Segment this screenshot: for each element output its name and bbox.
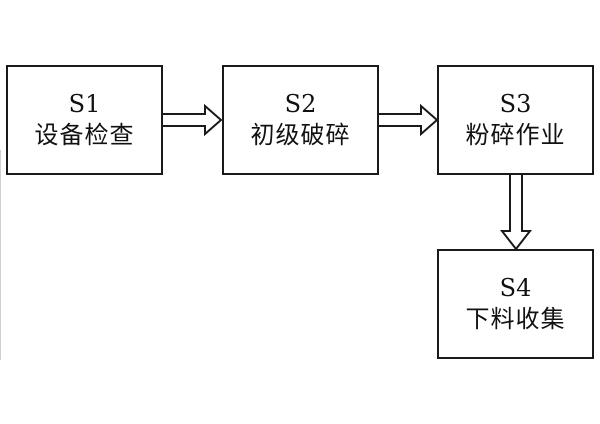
step-code: S4	[499, 274, 532, 302]
arrow-s2-to-s3	[379, 103, 439, 137]
step-box-s3: S3 粉碎作业	[437, 65, 594, 175]
arrow-s3-to-s4	[499, 175, 533, 251]
left-edge-line	[0, 150, 1, 360]
step-box-s4: S4 下料收集	[437, 249, 594, 359]
step-label: 下料收集	[465, 305, 566, 333]
step-code: S1	[68, 90, 101, 118]
step-box-s1: S1 设备检查	[6, 65, 163, 175]
step-label: 粉碎作业	[465, 121, 566, 149]
step-box-s2: S2 初级破碎	[222, 65, 379, 175]
arrow-s1-to-s2	[163, 103, 223, 137]
step-label: 初级破碎	[250, 121, 351, 149]
step-label: 设备检查	[34, 121, 135, 149]
step-code: S2	[284, 90, 317, 118]
step-code: S3	[499, 90, 532, 118]
